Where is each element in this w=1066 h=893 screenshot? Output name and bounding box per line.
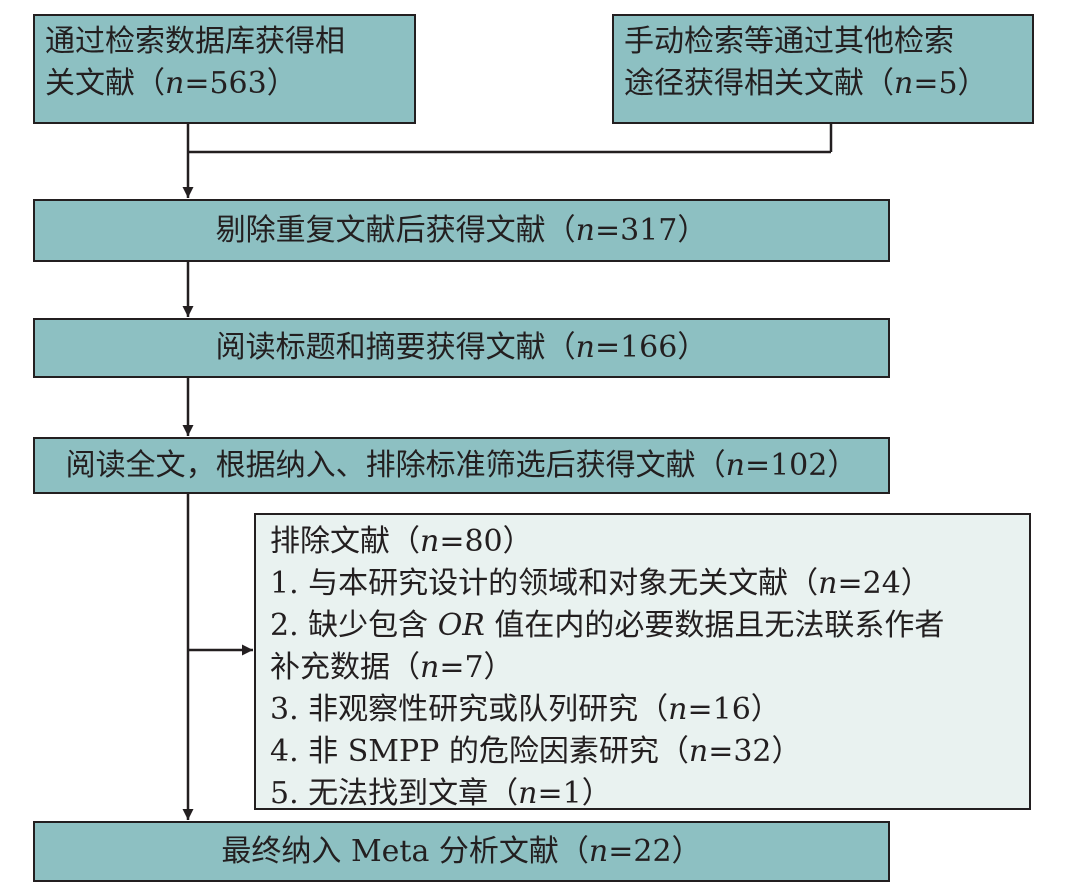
- exclusion-box: 排除文献（n=80） 1. 与本研究设计的领域和对象无关文献（n=24） 2. …: [254, 513, 1031, 811]
- database-search-box: 通过检索数据库获得相 关文献（n=563）: [33, 14, 416, 124]
- final-box: 最终纳入 Meta 分析文献（n=22）: [33, 821, 890, 882]
- database-search-line1: 通过检索数据库获得相: [45, 24, 345, 59]
- exclusion-reason-4: 4. 非 SMPP 的危险因素研究（n=32）: [270, 734, 802, 769]
- manual-search-line1: 手动检索等通过其他检索: [624, 24, 954, 59]
- title-abstract-box: 阅读标题和摘要获得文献（n=166）: [33, 318, 890, 378]
- dedup-box: 剔除重复文献后获得文献（n=317）: [33, 199, 890, 262]
- exclusion-reason-2-cont: 补充数据（n=7）: [270, 650, 514, 685]
- database-search-line2: 关文献（n=563）: [45, 66, 297, 101]
- manual-search-line2: 途径获得相关文献（n=5）: [624, 66, 988, 101]
- exclusion-header: 排除文献（n=80）: [270, 524, 533, 559]
- exclusion-reason-1: 1. 与本研究设计的领域和对象无关文献（n=24）: [270, 566, 931, 601]
- manual-search-box: 手动检索等通过其他检索 途径获得相关文献（n=5）: [612, 14, 1034, 124]
- exclusion-reason-3: 3. 非观察性研究或队列研究（n=16）: [270, 692, 781, 727]
- fulltext-box: 阅读全文，根据纳入、排除标准筛选后获得文献（n=102）: [33, 437, 890, 494]
- exclusion-reason-2: 2. 缺少包含 OR 值在内的必要数据且无法联系作者: [270, 608, 945, 643]
- exclusion-reason-5: 5. 无法找到文章（n=1）: [270, 776, 612, 811]
